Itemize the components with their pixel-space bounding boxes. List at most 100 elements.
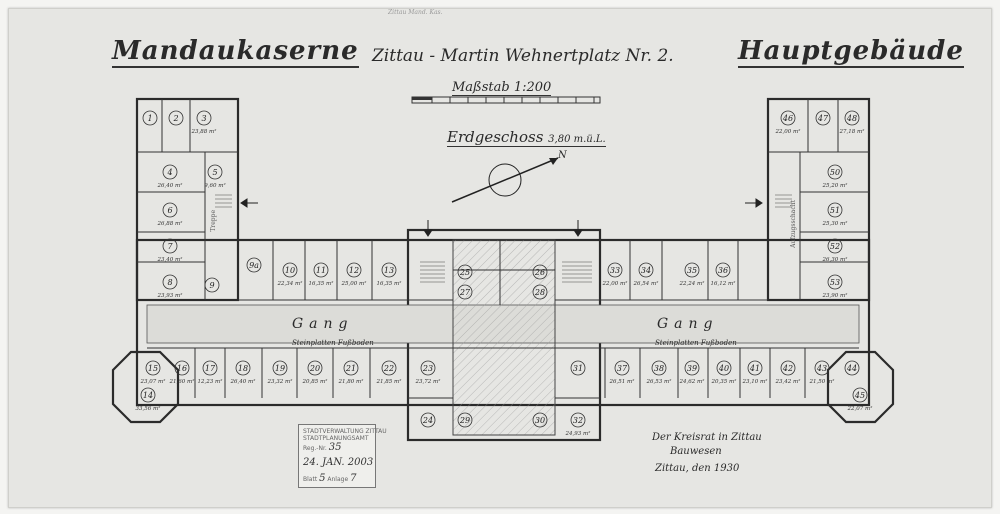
room-number: 28 — [534, 288, 545, 297]
room-marker — [162, 238, 178, 254]
room-number: 14 — [143, 391, 153, 400]
room-marker — [381, 262, 397, 278]
wing-label-right: Aufzugsschacht — [790, 200, 797, 248]
room-marker — [142, 110, 158, 126]
archive-stamp: STADTVERWALTUNG ZITTAU STADTPLANUNGSAMT … — [298, 424, 387, 488]
room-area: 23,90 m² — [822, 292, 848, 299]
room-marker — [457, 264, 473, 280]
room-number: 15 — [148, 364, 158, 373]
top-note: Zittau Mand. Kas. — [388, 9, 443, 16]
room-number: 51 — [830, 206, 840, 215]
room-number: 53 — [830, 278, 840, 287]
room-number: 48 — [846, 114, 857, 123]
stairs — [215, 194, 792, 283]
scale-bar — [411, 96, 601, 104]
room-area: 23,93 m² — [157, 292, 183, 299]
room-area: 23,32 m² — [267, 378, 293, 385]
room-marker — [343, 360, 359, 376]
room-area: 22,07 m² — [847, 405, 873, 412]
stamp-of-label: Anlage — [327, 476, 349, 483]
room-area: 21,85 m² — [376, 378, 402, 385]
room-area: 26,51 m² — [609, 378, 635, 385]
stamp-number-value: 35 — [328, 442, 342, 453]
room-number: 39 — [687, 364, 697, 373]
room-marker — [346, 262, 362, 278]
room-area: 24,93 m² — [565, 430, 591, 437]
room-number: 11 — [316, 266, 326, 275]
room-number: 9 — [209, 281, 214, 290]
room-marker — [532, 264, 548, 280]
room-area: 26,30 m² — [822, 256, 848, 263]
room-area: 23,40 m² — [157, 256, 183, 263]
room-number: 5 — [212, 168, 217, 177]
room-area: 9,60 m² — [204, 182, 225, 189]
title-address: Zittau - Martin Wehnertplatz Nr. 2. — [372, 46, 674, 66]
room-marker — [827, 164, 843, 180]
room-marker — [844, 110, 860, 126]
room-number: 42 — [782, 364, 793, 373]
room-number: 9a — [249, 261, 259, 270]
title-left: Mandaukaserne — [112, 36, 359, 68]
floor-note-left: Steinplatten Fußboden — [292, 339, 374, 347]
room-number: 41 — [749, 364, 760, 373]
room-number: 46 — [782, 114, 793, 123]
room-area: 26,54 m² — [633, 280, 659, 287]
room-number: 30 — [535, 416, 545, 425]
room-number: 44 — [846, 364, 857, 373]
room-number: 45 — [854, 391, 865, 400]
room-number: 12 — [349, 266, 359, 275]
room-number: 17 — [205, 364, 216, 373]
room-marker — [381, 360, 397, 376]
room-marker — [196, 110, 212, 126]
room-area: 16,12 m² — [711, 280, 736, 287]
corridor-label-left: Gang — [292, 316, 354, 332]
room-marker — [420, 412, 436, 428]
stamp-of-value: 7 — [350, 473, 357, 484]
room-number: 23 — [422, 364, 433, 373]
room-number: 25 — [459, 268, 470, 277]
room-number: 7 — [167, 242, 173, 251]
room-marker — [162, 202, 178, 218]
room-marker — [607, 262, 623, 278]
stamp-sheet: Blatt 5 Anlage 7 — [303, 473, 356, 484]
room-marker — [815, 110, 831, 126]
room-marker — [852, 387, 868, 403]
room-area: 21,60 m² — [169, 378, 195, 385]
room-marker — [780, 360, 796, 376]
storey-label: Erdgeschoss 3,80 m.ü.L. — [447, 128, 606, 147]
room-number: 3 — [201, 114, 206, 123]
room-area: 33,56 m² — [136, 405, 161, 412]
room-number: 34 — [641, 266, 651, 275]
room-number: 35 — [687, 266, 697, 275]
room-number: 52 — [830, 242, 840, 251]
room-area: 27,18 m² — [839, 128, 865, 135]
room-area: 26,53 m² — [646, 378, 672, 385]
room-marker — [827, 238, 843, 254]
room-walls — [137, 99, 869, 399]
north-arrow — [451, 157, 559, 203]
room-number: 27 — [459, 288, 471, 297]
room-area: 23,42 m² — [775, 378, 801, 385]
room-number: 22 — [383, 364, 394, 373]
room-number: 2 — [172, 114, 178, 123]
room-area: 26,40 m² — [230, 378, 256, 385]
room-marker — [202, 360, 218, 376]
room-area: 26,88 m² — [157, 220, 183, 227]
north-label: N — [558, 150, 567, 161]
wing-label-left: Treppe — [210, 210, 217, 232]
room-area: 25,00 m² — [341, 280, 367, 287]
room-area: 25,20 m² — [822, 182, 848, 189]
storey-name: Erdgeschoss — [447, 128, 544, 146]
room-area: 24,62 m² — [679, 378, 705, 385]
room-area: 16,35 m² — [309, 280, 334, 287]
room-marker — [614, 360, 630, 376]
room-number: 43 — [816, 364, 827, 373]
room-number: 21 — [345, 364, 356, 373]
room-marker — [532, 284, 548, 300]
room-marker — [272, 360, 288, 376]
room-marker — [716, 360, 732, 376]
room-number: 18 — [238, 364, 248, 373]
room-marker — [638, 262, 654, 278]
room-area: 22,24 m² — [679, 280, 705, 287]
